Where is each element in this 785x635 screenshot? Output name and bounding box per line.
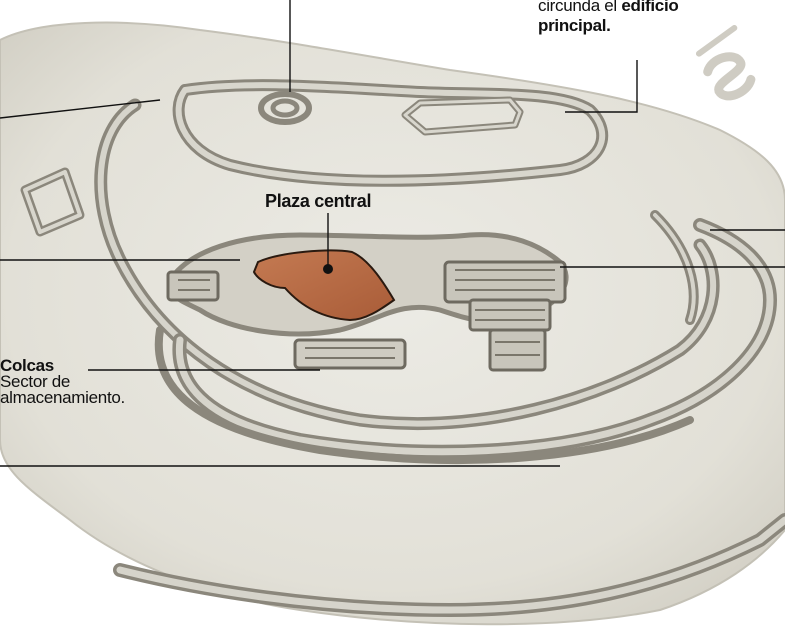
label-top-right-bold1: edificio — [621, 0, 678, 15]
colcas-structure — [295, 340, 405, 368]
west-rooms — [168, 272, 218, 300]
logo-s-mark — [695, 28, 756, 102]
label-top-right-line1: circunda el edificio — [538, 0, 678, 16]
label-colcas: Colcas Sector de almacenamiento. — [0, 358, 125, 406]
label-top-right-line2: principal. — [538, 16, 678, 36]
plaza-marker-dot — [323, 264, 333, 274]
label-plaza-central: Plaza central — [265, 191, 371, 212]
label-colcas-line2: almacenamiento. — [0, 390, 125, 406]
label-plaza-text: Plaza central — [265, 191, 371, 211]
label-top-right: circunda el edificio principal. — [538, 0, 678, 36]
label-top-right-bold2: principal. — [538, 16, 611, 35]
label-top-right-prefix: circunda el — [538, 0, 617, 15]
